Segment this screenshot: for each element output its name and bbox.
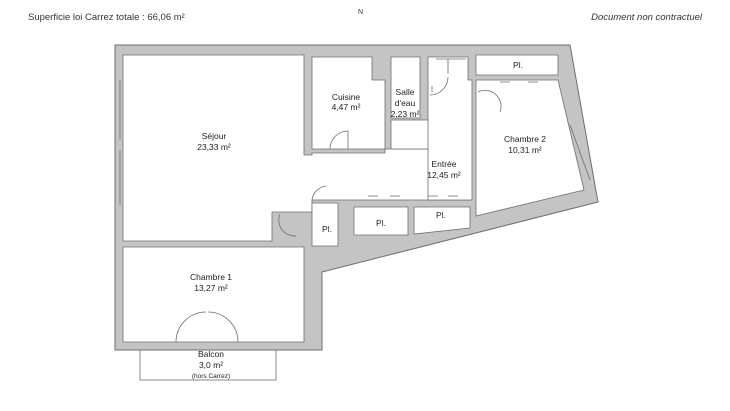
salle-name-2: d'eau	[395, 98, 416, 108]
room-entree	[390, 56, 473, 201]
cuisine-name: Cuisine	[332, 92, 361, 102]
placard-top	[475, 54, 559, 76]
balcon-name: Balcon	[198, 349, 224, 359]
balcony-doors	[175, 311, 239, 343]
door-chambre1	[278, 213, 297, 237]
door-placard-left	[311, 185, 327, 201]
room-salle-deau	[390, 56, 421, 119]
door-chambre2	[477, 90, 502, 113]
entry-door	[436, 58, 466, 74]
balcon-note: (hors Carrez)	[192, 373, 230, 380]
room-chambre2	[475, 79, 585, 217]
room-chambre1	[122, 246, 305, 343]
window-chambre2	[569, 124, 591, 181]
room-cuisine	[311, 56, 386, 150]
disclaimer-text: Document non contractuel	[591, 12, 702, 23]
sejour-name: Séjour	[202, 131, 227, 141]
placard-left	[311, 202, 339, 247]
chambre1-name: Chambre 1	[190, 272, 232, 282]
cuisine-area: 4,47 m²	[332, 102, 361, 112]
sejour-area: 23,33 m²	[197, 142, 231, 152]
placard-mid	[353, 206, 409, 236]
placard-mid-label: Pl.	[376, 218, 386, 228]
placard-top-label: Pl.	[513, 60, 523, 70]
salle-area: 2,23 m²	[391, 109, 420, 119]
salle-name-1: Salle	[396, 87, 415, 97]
entree-area: 12,45 m²	[427, 170, 461, 180]
placard-right-label: Pl.	[436, 210, 446, 220]
door-salle	[429, 76, 449, 96]
door-cuisine	[329, 130, 349, 150]
total-area-label: Superficie loi Carrez totale : 66,06 m²	[28, 12, 185, 23]
chambre2-name: Chambre 2	[504, 134, 546, 144]
balcony-outline	[139, 349, 277, 381]
chambre2-area: 10,31 m²	[508, 145, 542, 155]
sliding-arrows	[368, 81, 538, 197]
placard-left-label: Pl.	[322, 224, 332, 234]
north-indicator: N	[358, 9, 364, 16]
balcon-area: 3,0 m²	[199, 360, 223, 370]
placard-right	[413, 206, 471, 235]
chambre1-area: 13,27 m²	[194, 283, 228, 293]
entree-name: Entrée	[431, 159, 456, 169]
